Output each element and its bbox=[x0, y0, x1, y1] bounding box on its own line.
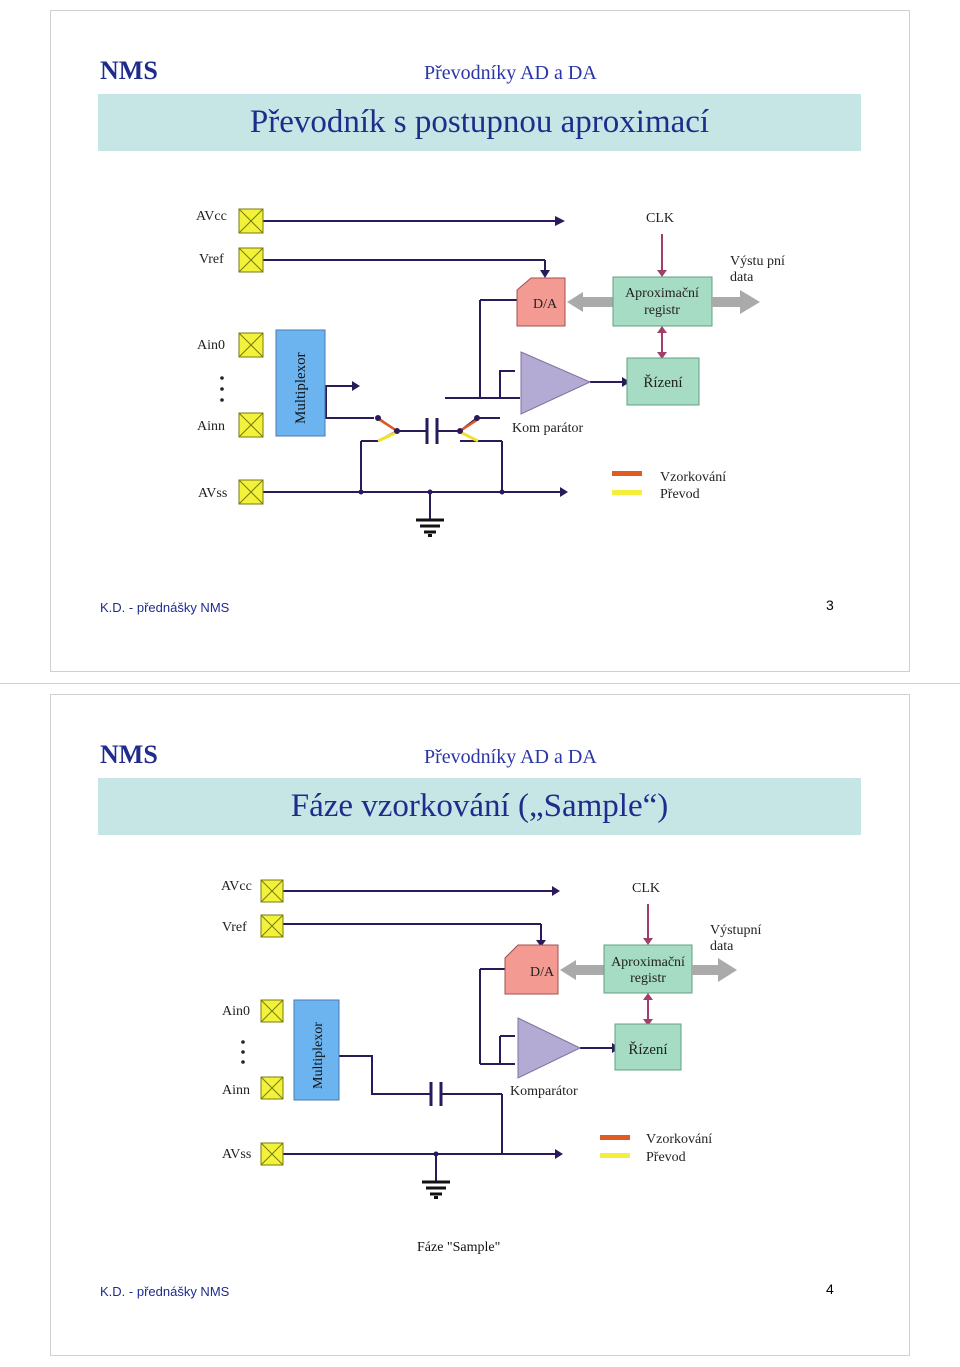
clk-label: CLK bbox=[632, 881, 660, 896]
pad-avcc bbox=[238, 208, 264, 234]
subject-label: Převodníky AD a DA bbox=[424, 62, 597, 84]
slide-title: Fáze vzorkování („Sample“) bbox=[290, 788, 669, 824]
pad-vref bbox=[260, 914, 284, 938]
subject-label: Převodníky AD a DA bbox=[424, 746, 597, 768]
legend-sample-swatch bbox=[600, 1135, 630, 1140]
brand-label: NMS bbox=[100, 740, 158, 769]
pad-ainn bbox=[260, 1076, 284, 1100]
page-number: 4 bbox=[826, 1281, 834, 1297]
legend-sample-label: Vzorkování bbox=[660, 470, 726, 485]
da-label: D/A bbox=[530, 965, 555, 980]
legend-convert-label: Převod bbox=[660, 487, 700, 502]
avcc-label: AVcc bbox=[196, 209, 227, 224]
sar-adc-diagram: Multiplexor D/A Aproximační registr Říze… bbox=[196, 208, 785, 537]
pad-avss bbox=[238, 479, 264, 505]
output-label-2: data bbox=[730, 270, 754, 285]
slide-frame bbox=[50, 10, 910, 672]
clk-label: CLK bbox=[646, 211, 674, 226]
footer-text: K.D. - přednášky NMS bbox=[100, 600, 230, 615]
page-number: 3 bbox=[826, 597, 834, 613]
da-block bbox=[516, 277, 566, 327]
da-label: D/A bbox=[533, 297, 558, 312]
title-band: Převodník s postupnou aproximací bbox=[98, 94, 861, 151]
vref-label: Vref bbox=[222, 920, 247, 935]
pad-avss bbox=[260, 1142, 284, 1166]
avss-label: AVss bbox=[222, 1147, 251, 1162]
slide-3: NMS Převodníky AD a DA Převodník s postu… bbox=[0, 0, 960, 683]
legend-sample-label: Vzorkování bbox=[646, 1132, 712, 1147]
multiplexor-block bbox=[275, 329, 326, 437]
multiplexor-label: Multiplexor bbox=[293, 352, 309, 424]
legend-convert-swatch bbox=[600, 1153, 630, 1158]
multiplexor-label: Multiplexor bbox=[311, 1022, 326, 1089]
sample-phase-diagram: Multiplexor D/A Aproximační registr Říze… bbox=[221, 879, 761, 1255]
footer-text: K.D. - přednášky NMS bbox=[100, 1284, 230, 1299]
avcc-label: AVcc bbox=[221, 879, 252, 894]
page-divider bbox=[0, 683, 960, 684]
title-band: Fáze vzorkování („Sample“) bbox=[98, 778, 861, 835]
brand-label: NMS bbox=[100, 56, 158, 85]
slide-4: NMS Převodníky AD a DA Fáze vzorkování (… bbox=[0, 684, 960, 1367]
pad-ainn bbox=[238, 412, 264, 438]
legend-convert-swatch bbox=[612, 490, 642, 495]
avss-label: AVss bbox=[198, 486, 227, 501]
register-label-2: registr bbox=[644, 303, 680, 318]
legend-convert-label: Převod bbox=[646, 1150, 686, 1165]
comparator-label: Komparátor bbox=[510, 1084, 578, 1099]
output-label-1: Výstupní bbox=[710, 923, 761, 938]
pad-avcc bbox=[260, 879, 284, 903]
legend-sample-swatch bbox=[612, 471, 642, 476]
comparator-label: Kom parátor bbox=[512, 421, 583, 436]
pad-vref bbox=[238, 247, 264, 273]
approximation-register bbox=[603, 944, 693, 994]
ainn-label: Ainn bbox=[222, 1083, 250, 1098]
diagram-caption: Fáze "Sample" bbox=[417, 1240, 500, 1255]
ain0-label: Ain0 bbox=[197, 338, 225, 353]
ain0-label: Ain0 bbox=[222, 1004, 250, 1019]
control-block bbox=[614, 1023, 682, 1071]
register-label-1: Aproximační bbox=[611, 955, 685, 970]
register-label-2: registr bbox=[630, 971, 666, 986]
multiplexor-block bbox=[293, 999, 340, 1101]
register-label-1: Aproximační bbox=[625, 286, 699, 301]
vref-label: Vref bbox=[199, 252, 224, 267]
comparator bbox=[520, 351, 592, 415]
comparator bbox=[517, 1017, 582, 1079]
da-block bbox=[504, 944, 559, 995]
slide-title: Převodník s postupnou aproximací bbox=[249, 104, 710, 140]
control-label: Řízení bbox=[643, 374, 682, 391]
approximation-register bbox=[612, 276, 713, 327]
slide-frame bbox=[50, 694, 910, 1356]
ainn-label: Ainn bbox=[197, 419, 225, 434]
pad-ain0 bbox=[260, 999, 284, 1023]
output-label-1: Výstu pní bbox=[730, 254, 785, 269]
control-label: Řízení bbox=[628, 1041, 667, 1058]
control-block bbox=[626, 357, 700, 406]
output-label-2: data bbox=[710, 939, 734, 954]
pad-ain0 bbox=[238, 332, 264, 358]
